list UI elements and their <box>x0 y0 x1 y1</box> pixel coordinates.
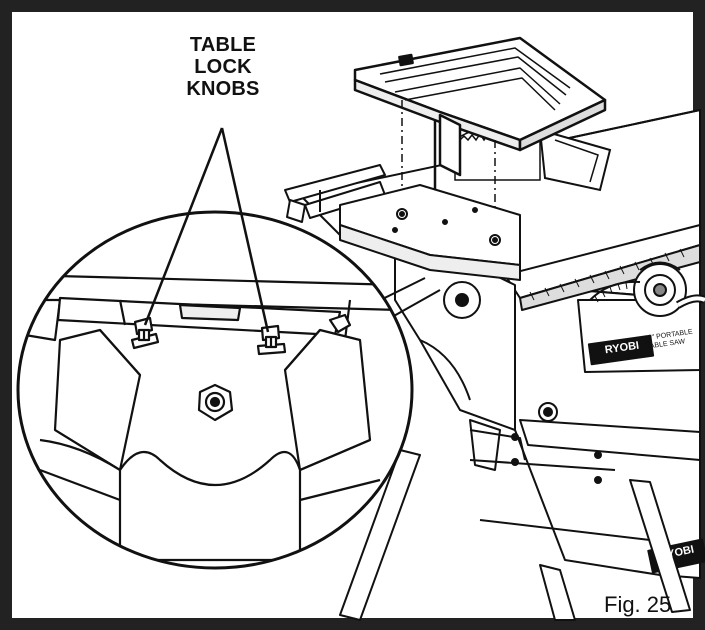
figure-label: Fig. 25 <box>604 592 672 617</box>
detail-magnifier <box>16 210 441 570</box>
callout-line-3: KNOBS <box>186 78 260 100</box>
saw-stand <box>339 419 691 621</box>
callout-leaders <box>143 127 270 333</box>
detail-table-lock-knob-left[interactable] <box>130 316 160 350</box>
callout-label: TABLE LOCK KNOBS <box>168 34 278 100</box>
brand-badge <box>587 334 655 366</box>
left-extension-rails <box>284 164 386 223</box>
extension-table <box>353 36 607 205</box>
callout-line-1: TABLE <box>189 34 257 56</box>
detail-table-lock-knob-right[interactable] <box>256 324 287 356</box>
callout-line-2: LOCK <box>194 56 252 78</box>
